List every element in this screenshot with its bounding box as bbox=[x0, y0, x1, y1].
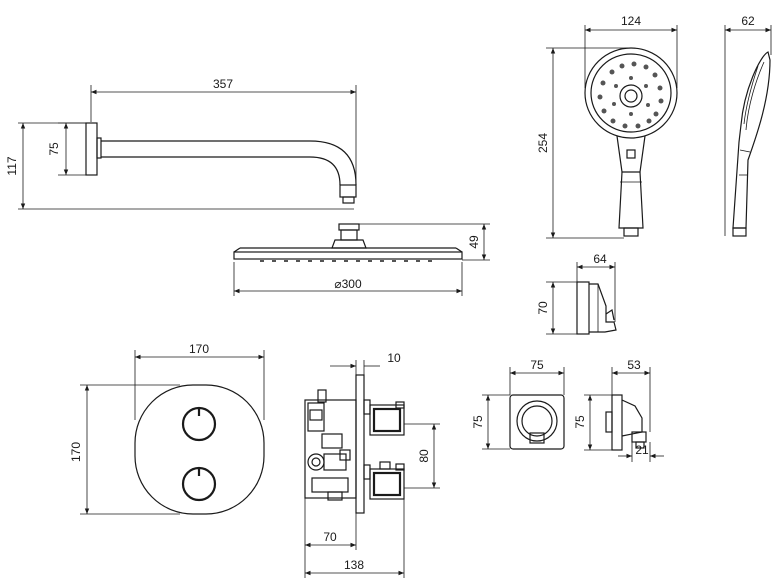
dim-head-height: 49 bbox=[467, 235, 481, 249]
dim-body-plate-thickness: 10 bbox=[387, 351, 401, 365]
dim-holder-width: 64 bbox=[593, 252, 607, 266]
dim-plate-height: 170 bbox=[69, 442, 83, 462]
dim-head-diameter: ⌀300 bbox=[334, 277, 362, 291]
dim-outlet-side-height: 75 bbox=[573, 415, 587, 429]
face-plate-view: 170 170 bbox=[69, 342, 265, 515]
valve-body-side-view: 10 80 70 138 bbox=[304, 351, 440, 578]
wall-holder-view: 64 70 bbox=[536, 252, 617, 335]
dim-arm-length: 357 bbox=[213, 77, 233, 91]
dim-hand-width: 124 bbox=[621, 14, 641, 28]
dim-outlet-height: 75 bbox=[471, 415, 485, 429]
spray-nozzles bbox=[597, 61, 664, 129]
hand-shower-front-view: 124 254 bbox=[536, 14, 678, 239]
dim-flange-inner: 75 bbox=[47, 142, 61, 156]
hand-shower-side-view: 62 bbox=[724, 14, 772, 237]
wall-outlet-front-view: 75 75 bbox=[471, 358, 565, 450]
dim-outlet-side-thread: 21 bbox=[635, 443, 649, 457]
dim-body-spacing: 80 bbox=[417, 449, 431, 463]
nozzle-row bbox=[260, 260, 432, 262]
dim-outlet-width: 75 bbox=[530, 358, 544, 372]
dim-outlet-side-depth: 53 bbox=[627, 358, 641, 372]
dim-hand-length: 254 bbox=[536, 133, 550, 153]
shower-head-view: 49 ⌀300 bbox=[233, 223, 490, 296]
dim-plate-width: 170 bbox=[189, 342, 209, 356]
wall-outlet-side-view: 53 75 21 bbox=[573, 358, 664, 462]
dim-body-total: 138 bbox=[344, 558, 364, 572]
shower-arm-view: 357 117 75 bbox=[5, 77, 357, 210]
dim-body-depth: 70 bbox=[323, 530, 337, 544]
dim-hand-depth: 62 bbox=[741, 14, 755, 28]
dim-holder-height: 70 bbox=[536, 301, 550, 315]
dim-flange-outer: 117 bbox=[5, 156, 19, 175]
